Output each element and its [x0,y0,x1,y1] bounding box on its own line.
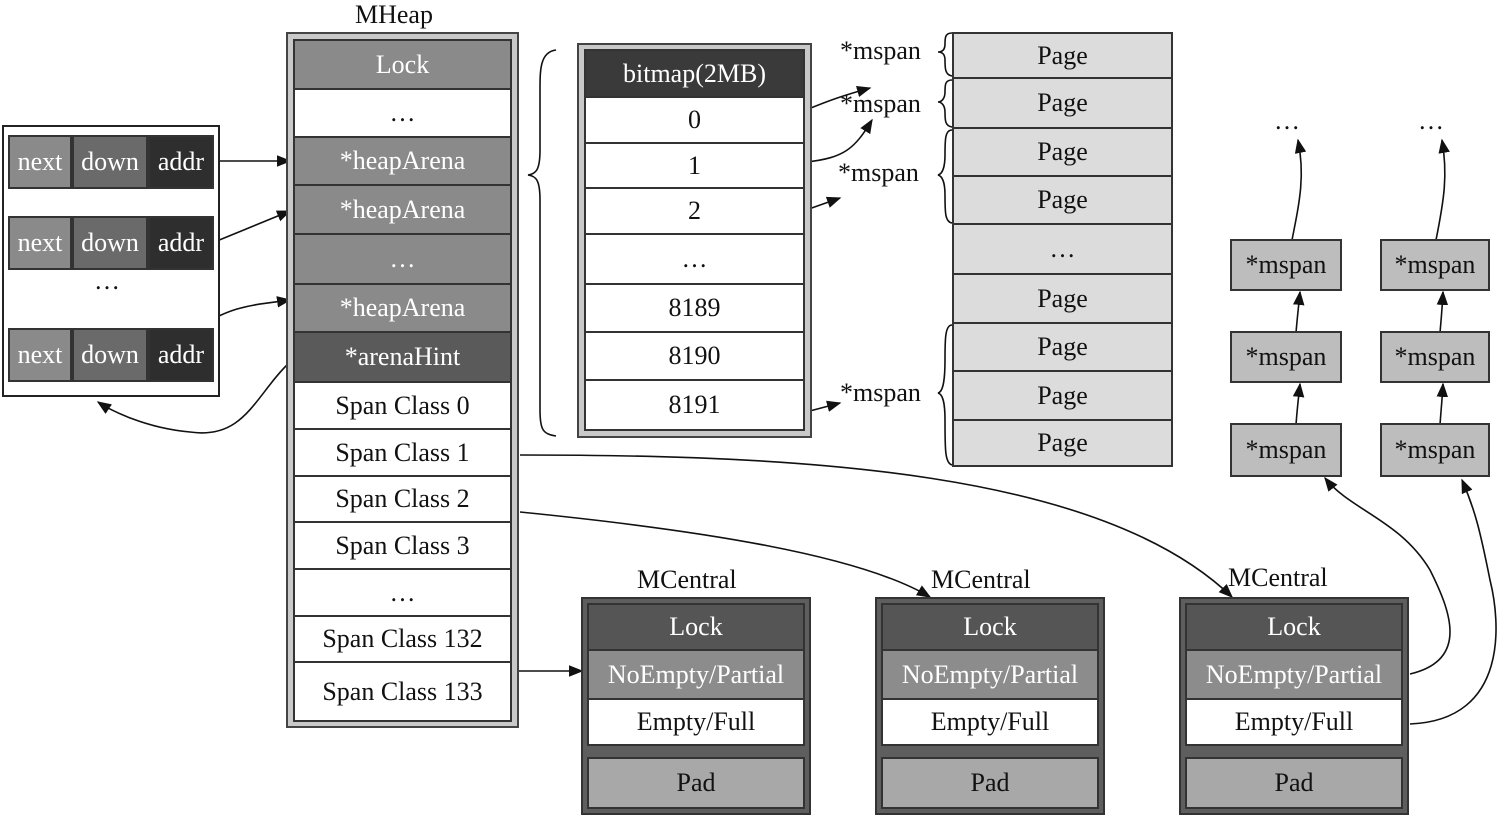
arrow-full-chain2 [1409,478,1497,725]
page-row-6: Page [954,324,1171,372]
mheap-title: MHeap [355,0,433,29]
mcentral-lock-2: Lock [881,603,1099,651]
arena-addr-1: addr [148,135,214,189]
brace-page-1 [937,32,953,77]
arrow-chain2-b [1436,290,1449,334]
mheap-lock: Lock [295,41,510,90]
mcentral-pad-3: Pad [1185,757,1403,809]
arrow-chain1-c [1291,138,1307,241]
arena-addr-3: addr [148,328,214,382]
page-row-3: Page [954,129,1171,177]
chain1-mspan-top: *mspan [1230,239,1342,291]
arrow-chain1-b [1292,290,1305,334]
mheap-ellipsis-3: … [295,570,510,617]
brace-page-3 [937,129,953,224]
mspan-label-4: *mspan [840,378,921,407]
arrow-chain2-a [1436,382,1449,426]
mheap-spanclass-3: Span Class 3 [295,523,510,570]
mheap-ellipsis-1: … [295,90,510,138]
arrow-span1-mcentral3 [519,454,1234,598]
mspan-label-2: *mspan [840,89,921,118]
arrow-bitmap-1 [805,118,873,163]
bitmap-row-8191: 8191 [586,381,803,429]
page-row-7: Page [954,372,1171,421]
page-row-5: Page [954,275,1171,324]
arrow-chain1-a [1292,382,1305,426]
bitmap-row-1: 1 [586,144,803,189]
brace-page-4 [937,324,953,466]
mheap-ellipsis-2: … [295,235,510,285]
chain1-mspan-bottom: *mspan [1230,423,1342,477]
arena-next-1: next [8,135,72,189]
mcentral-lock-3: Lock [1185,603,1403,651]
arena-down-2: down [72,216,148,270]
mcentral-title-1: MCentral [637,565,737,594]
chain2-ellipsis: … [1418,106,1444,135]
bitmap-row-ellipsis: … [586,235,803,285]
page-row-ellipsis: … [954,225,1171,275]
chain2-mspan-middle: *mspan [1380,331,1490,383]
arena-down-1: down [72,135,148,189]
arena-list-ellipsis: … [94,266,120,295]
mheap-heaparena-3: *heapArena [295,285,510,333]
mcentral-pad-1: Pad [587,757,805,809]
chain1-ellipsis: … [1274,106,1300,135]
chain2-mspan-top: *mspan [1380,239,1490,291]
chain1-mspan-middle: *mspan [1230,331,1342,383]
mcentral-full-1: Empty/Full [587,700,805,746]
bitmap-row-0: 0 [586,98,803,144]
mspan-label-1: *mspan [840,36,921,65]
mcentral-title-3: MCentral [1228,563,1328,592]
arena-next-2: next [8,216,72,270]
chain2-mspan-bottom: *mspan [1380,423,1490,477]
mcentral-lock-1: Lock [587,603,805,651]
bitmap-row-2: 2 [586,189,803,235]
mheap-spanclass-132: Span Class 132 [295,617,510,663]
page-row-8: Page [954,421,1171,465]
mcentral-partial-3: NoEmpty/Partial [1185,651,1403,700]
mheap-spanclass-133: Span Class 133 [295,663,510,720]
arrow-partial-chain1 [1324,476,1451,675]
arena-down-3: down [72,328,148,382]
bitmap-row-8189: 8189 [586,285,803,333]
mheap-spanclass-0: Span Class 0 [295,383,510,430]
brace-heaparena [527,49,557,437]
mheap-heaparena-2: *heapArena [295,186,510,235]
page-row-1: Page [954,34,1171,79]
bitmap-row-8190: 8190 [586,333,803,381]
mheap-spanclass-2: Span Class 2 [295,477,510,523]
arrow-addr-heaparena-2 [211,210,292,244]
arrow-chain2-c [1435,138,1450,241]
mcentral-full-3: Empty/Full [1185,700,1403,746]
mspan-label-3: *mspan [838,158,919,187]
arrow-arenahint [96,361,291,434]
mcentral-partial-1: NoEmpty/Partial [587,651,805,700]
brace-page-2 [937,79,953,128]
arrow-span2-mcentral2 [519,511,932,598]
page-row-2: Page [954,79,1171,129]
arena-addr-2: addr [148,216,214,270]
mheap-heaparena-1: *heapArena [295,138,510,186]
mcentral-pad-2: Pad [881,757,1099,809]
mheap-arenahint: *arenaHint [295,333,510,383]
mcentral-full-2: Empty/Full [881,700,1099,746]
arrow-bitmap-0 [805,85,872,111]
mcentral-title-2: MCentral [931,565,1031,594]
bitmap-header: bitmap(2MB) [586,51,803,98]
mcentral-partial-2: NoEmpty/Partial [881,651,1099,700]
arena-next-3: next [8,328,72,382]
page-row-4: Page [954,177,1171,225]
mheap-spanclass-1: Span Class 1 [295,430,510,477]
